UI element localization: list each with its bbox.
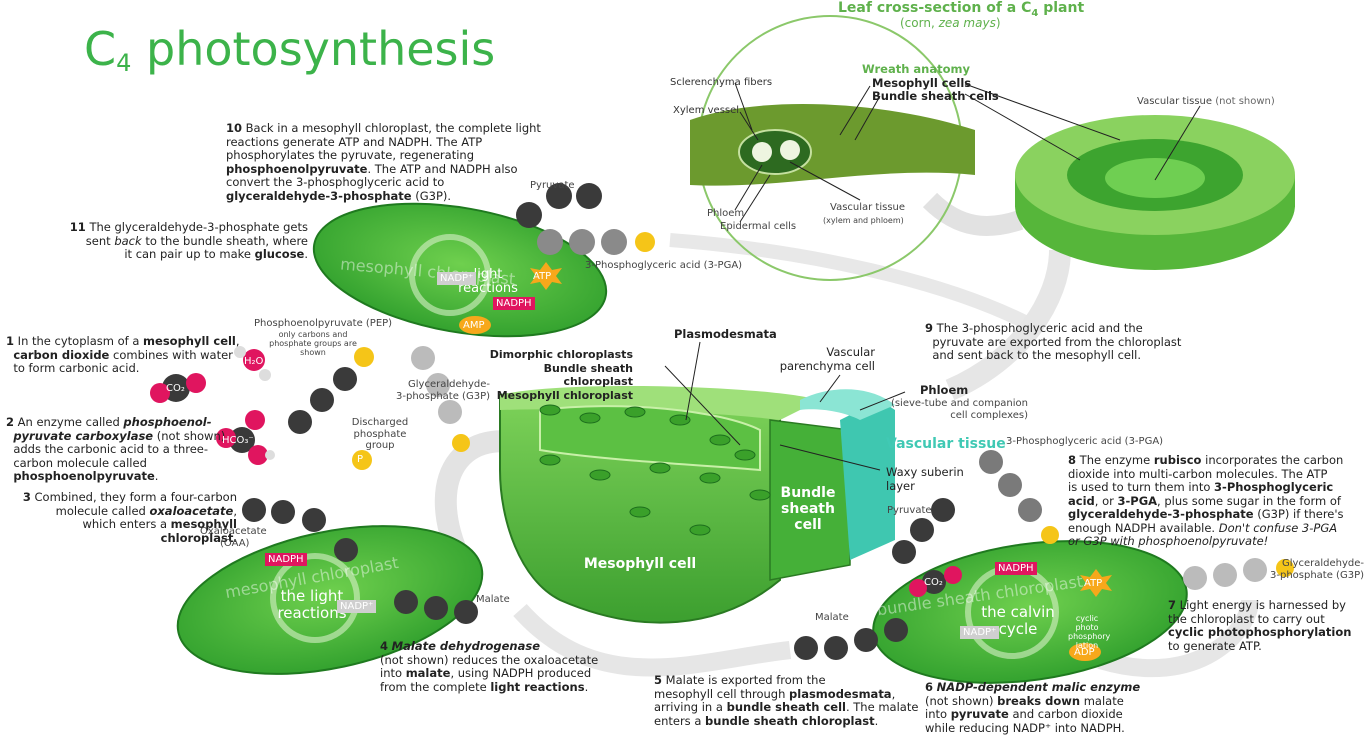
label-p: P	[357, 454, 364, 465]
pep-molecule	[288, 347, 374, 434]
mesophyll-cell-top	[500, 385, 820, 420]
label-wreath: Wreath anatomy	[862, 62, 970, 76]
label-pyruvate-right: Pyruvate	[887, 505, 932, 516]
label-malate-left: Malate	[476, 594, 510, 605]
flow-arrow	[1097, 599, 1259, 678]
pga-top-molecule	[537, 229, 655, 255]
atp-label-top: ATP	[533, 271, 552, 282]
step-6: 6 NADP-dependent malic enzyme (not shown…	[925, 680, 1141, 735]
step-1: 1 In the cytoplasm of a mesophyll cell, …	[6, 334, 240, 375]
nadph-badge-top: NADPH	[493, 297, 535, 310]
co2-right	[909, 566, 962, 597]
label-h2o: H₂O	[244, 356, 264, 367]
leaf-section-subtitle: (corn, zea mays)	[900, 16, 1001, 30]
chloroplast-left	[176, 525, 484, 675]
label-oaa: Oxaloacetate(OAA)	[200, 526, 267, 549]
bundle-sheath-block	[769, 419, 851, 581]
flow-arrow	[513, 603, 791, 677]
g3p-right-molecule	[1183, 558, 1294, 590]
label-mesophyll-cell: Mesophyll cell	[583, 556, 697, 572]
label-epidermal: Epidermal cells	[720, 221, 797, 232]
label-xylem: Xylem vessel	[673, 105, 740, 116]
label-vascular-tissue-not-shown: Vascular tissue (not shown)	[1137, 96, 1275, 107]
nadp-badge-left: NADP⁺	[337, 600, 377, 613]
discharged-phosphate	[352, 450, 372, 470]
chloroplast-dots	[539, 404, 771, 536]
label-hco3: HCO₃⁻	[222, 435, 254, 446]
label-vascular-tissue-leaf: Vascular tissue	[830, 202, 906, 213]
label-pga-right: 3-Phosphoglyceric acid (3-PGA)	[1006, 436, 1164, 447]
flow-arrow	[922, 192, 1024, 236]
step-7: 7 Light energy is harnessed by the chlor…	[1168, 598, 1352, 653]
wreath-core	[1105, 158, 1205, 198]
label-pep-note: only carbons and phosphate groups are sh…	[269, 330, 357, 357]
step-11: 11 The glyceraldehyde-3-phosphate gets s…	[69, 220, 308, 261]
label-plasmodesmata: Plasmodesmata	[674, 327, 777, 341]
step-3: 3 Combined, they form a four-carbon mole…	[22, 490, 237, 545]
label-co2: CO₂	[166, 383, 185, 394]
amp-label: AMP	[463, 320, 485, 331]
g3p-left-molecule	[411, 346, 470, 452]
label-g3p-left: Glyceraldehyde-3-phosphate (G3P)	[396, 379, 490, 402]
atp-burst-top	[530, 262, 562, 290]
label-pyruvate-top: Pyruvate	[530, 180, 575, 191]
label-vascular-sub: (xylem and phloem)	[823, 216, 904, 225]
vascular-block	[840, 400, 895, 560]
co2-h2o-molecules	[150, 346, 275, 465]
atp-label-right: ATP	[1084, 578, 1103, 589]
oaa-molecule	[242, 498, 358, 562]
label-co2-right: CO₂	[924, 577, 943, 588]
flow-arrow	[945, 249, 1071, 401]
label-sclerenchyma: Sclerenchyma fibers	[670, 77, 773, 88]
leaf-section-title: Leaf cross-section of a C4 plant	[838, 0, 1085, 19]
step-10: 10 Back in a mesophyll chloroplast, the …	[226, 121, 541, 203]
label-bundle-sheath-cells: Bundle sheath cells	[872, 89, 999, 103]
flow-arrow	[669, 233, 1044, 337]
label-cyclic: cyclic photo phosphory lation	[1068, 614, 1111, 650]
pyruvate-right-molecule	[892, 498, 955, 564]
label-pep: Phosphoenolpyruvate (PEP)	[254, 318, 393, 329]
nadp-badge-right: NADP⁺	[960, 626, 1000, 639]
adp-label: ADP	[1074, 647, 1095, 658]
label-phloem-leaf: Phloem	[707, 208, 745, 219]
pga-right-molecule	[979, 450, 1059, 544]
amp-badge	[459, 316, 491, 334]
adp-badge	[1069, 643, 1101, 661]
malate-right-molecule	[794, 618, 908, 660]
step-8: 8 The enzyme rubisco incorporates the ca…	[1068, 453, 1344, 548]
step-9: 9 The 3-phosphoglyceric acid and the pyr…	[925, 321, 1182, 362]
step-5: 5 Malate is exported from the mesophyll …	[654, 673, 919, 728]
label-malate-right: Malate	[815, 612, 849, 623]
label-vascular-tissue: Vascular tissue	[886, 436, 1006, 452]
pyruvate-top-molecule	[516, 183, 602, 228]
malate-left-molecule	[394, 590, 478, 624]
atp-burst-right	[1080, 569, 1112, 597]
step-4: 4 Malate dehydrogenase (not shown) reduc…	[380, 639, 599, 694]
nadph-badge-right: NADPH	[995, 562, 1037, 575]
label-g3p-right: Glyceraldehyde-3-phosphate (G3P)	[1270, 558, 1364, 581]
nadp-badge-top: NADP⁺	[437, 272, 477, 285]
nadph-badge-left: NADPH	[265, 553, 307, 566]
label-phloem: Phloem	[920, 383, 969, 397]
page-title: C4 photosynthesis	[84, 22, 496, 77]
step-2: 2 An enzyme called phosphoenol- pyruvate…	[6, 415, 226, 483]
label-pga-top: 3-Phosphoglyceric acid (3-PGA)	[585, 260, 743, 271]
label-mesophyll-cells: Mesophyll cells	[872, 76, 972, 90]
